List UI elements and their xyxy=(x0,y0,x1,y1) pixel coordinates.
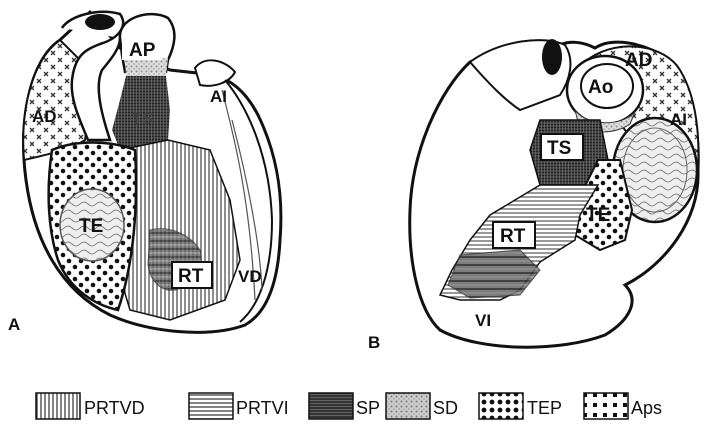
legend-swatch-tep xyxy=(479,393,523,419)
legend-label-prtvi: PRTVI xyxy=(236,398,289,418)
legend: PRTVD PRTVI SP SD TEP Aps xyxy=(0,390,704,424)
panel-a-label-ts: TS xyxy=(132,109,154,128)
legend-swatch-sd xyxy=(386,393,430,419)
panel-a-label-vd: VD xyxy=(238,267,262,286)
panel-b-label-vi: VI xyxy=(475,311,491,330)
panel-b-vessel-lumen xyxy=(542,39,562,75)
legend-swatch-prtvd xyxy=(36,393,80,419)
panel-a-label-ap: AP xyxy=(129,40,156,61)
legend-label-sp: SP xyxy=(356,398,380,418)
panel-b-label-ai: AI xyxy=(670,110,687,129)
legend-item-sp: SP xyxy=(309,393,380,419)
panel-b: AD Ao AI TS TE RT VI B xyxy=(368,39,698,352)
panel-b-label-ao: Ao xyxy=(588,77,613,98)
panel-a-label-ad: AD xyxy=(32,107,57,126)
panel-b-label-ts: TS xyxy=(547,138,571,159)
legend-label-aps: Aps xyxy=(631,398,662,418)
panel-b-label-te: TE xyxy=(586,205,610,226)
panel-a-label-te: TE xyxy=(79,216,103,237)
legend-swatch-sp xyxy=(309,393,353,419)
panel-a-letter: A xyxy=(8,315,20,334)
legend-item-tep: TEP xyxy=(479,393,562,419)
panel-b-label-ad: AD xyxy=(625,50,652,71)
panel-a-label-rt: RT xyxy=(178,266,204,287)
legend-label-tep: TEP xyxy=(527,398,562,418)
panel-b-label-rt: RT xyxy=(500,226,526,247)
legend-item-sd: SD xyxy=(386,393,458,419)
panel-a-label-ai: AI xyxy=(210,87,227,106)
legend-item-aps: Aps xyxy=(584,393,662,419)
legend-label-prtvd: PRTVD xyxy=(84,398,145,418)
legend-item-prtvd: PRTVD xyxy=(36,393,145,419)
heart-diagram: AP AI AD TS TE RT VD A AD Ao AI xyxy=(0,0,704,390)
panel-a-vessel-lumen xyxy=(85,14,115,30)
legend-label-sd: SD xyxy=(433,398,458,418)
legend-item-prtvi: PRTVI xyxy=(189,393,289,419)
legend-swatch-prtvi xyxy=(189,393,233,419)
panel-b-letter: B xyxy=(368,333,380,352)
legend-swatch-aps xyxy=(584,393,628,419)
panel-a: AP AI AD TS TE RT VD A xyxy=(8,12,281,334)
